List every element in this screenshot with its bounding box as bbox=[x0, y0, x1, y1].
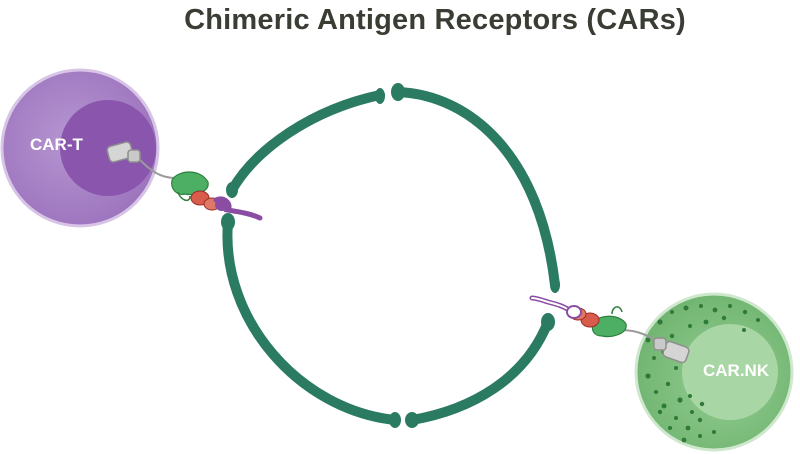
car-nk-nucleus bbox=[682, 324, 778, 420]
car-t-label: CAR-T bbox=[30, 135, 83, 154]
page-title: Chimeric Antigen Receptors (CARs) bbox=[184, 4, 686, 36]
car-nk-label: CAR.NK bbox=[703, 361, 770, 380]
car-nk-scfv bbox=[591, 315, 627, 338]
ring-arc-top-right bbox=[393, 87, 560, 290]
ring-arc-top-left bbox=[227, 90, 385, 195]
ring-arc-bottom-right bbox=[407, 317, 553, 425]
car-nk-antigen bbox=[529, 295, 575, 315]
car-t-receptor bbox=[106, 141, 263, 221]
car-t-cell: CAR-T bbox=[0, 68, 160, 228]
title-area: Chimeric Antigen Receptors (CARs) bbox=[0, 0, 800, 48]
car-nk-receptor bbox=[529, 295, 690, 364]
ring-arc-bottom-left bbox=[222, 217, 400, 425]
target-cell-ring bbox=[221, 83, 560, 428]
car-nk-cell: CAR.NK bbox=[634, 292, 794, 452]
